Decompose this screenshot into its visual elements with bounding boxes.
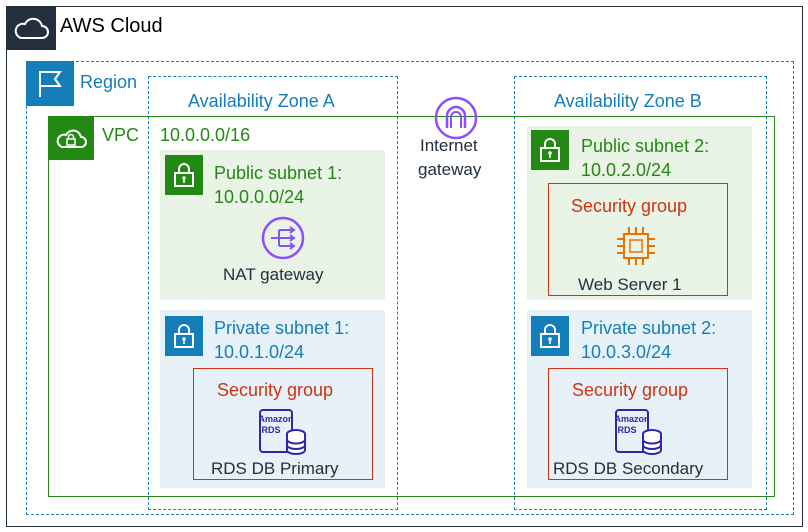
aws-cloud-boundary xyxy=(6,6,803,527)
vpc-cloud-lock-icon xyxy=(56,129,87,148)
internet-gateway-label-line1: Internet xyxy=(420,136,478,155)
amazon-rds-icon: Amazon RDS xyxy=(614,409,662,455)
public-subnet-2-name: Public subnet 2: xyxy=(581,136,710,156)
vpc-tab xyxy=(48,116,94,160)
private-subnet-1-name: Private subnet 1: xyxy=(214,318,350,338)
rds-icon-text-line2: RDS xyxy=(261,425,280,435)
private-subnet-2-name: Private subnet 2: xyxy=(581,318,717,338)
public-subnet-1-cidr: 10.0.0.0/24 xyxy=(214,187,305,207)
vpc-boundary xyxy=(48,116,775,497)
security-group-2-label: Security group xyxy=(571,196,688,216)
region-tab xyxy=(26,61,74,106)
lock-icon xyxy=(174,163,194,187)
vpc-cidr: 10.0.0.0/16 xyxy=(160,125,251,145)
public-subnet-1-name: Public subnet 1: xyxy=(214,163,343,183)
aws-cloud-label: AWS Cloud xyxy=(60,15,163,37)
availability-zone-b xyxy=(514,76,767,510)
region-boundary xyxy=(26,61,794,515)
rds-icon-text-line1: Amazon xyxy=(258,414,293,424)
private-subnet-2-cidr: 10.0.3.0/24 xyxy=(581,342,672,362)
private-subnet-2-tab xyxy=(531,316,569,356)
security-group-1-label: Security group xyxy=(217,380,334,400)
amazon-rds-icon: Amazon RDS xyxy=(258,409,306,455)
internet-gateway-label-line2: gateway xyxy=(418,160,482,179)
security-group-3 xyxy=(548,368,728,480)
aws-cloud-tab xyxy=(6,6,56,50)
private-subnet-1-tab xyxy=(165,316,203,356)
lock-icon xyxy=(540,138,560,162)
lock-icon xyxy=(174,324,194,348)
private-subnet-1-cidr: 10.0.1.0/24 xyxy=(214,342,305,362)
availability-zone-b-label: Availability Zone B xyxy=(554,91,702,111)
nat-gateway-label: NAT gateway xyxy=(223,265,324,284)
availability-zone-a-label: Availability Zone A xyxy=(188,91,335,111)
rds-db-secondary-label: RDS DB Secondary xyxy=(553,459,704,478)
security-group-3-label: Security group xyxy=(572,380,689,400)
nat-gateway-icon xyxy=(261,216,305,260)
rds-icon-text-line1: Amazon xyxy=(614,414,649,424)
ec2-instance-icon xyxy=(617,227,655,265)
vpc-label: VPC xyxy=(102,125,140,145)
public-subnet-2-tab xyxy=(531,130,569,170)
availability-zone-a xyxy=(148,76,398,510)
region-label: Region xyxy=(80,72,138,92)
rds-db-primary-label: RDS DB Primary xyxy=(211,459,339,478)
web-server-1-label: Web Server 1 xyxy=(578,275,682,294)
public-subnet-2-cidr: 10.0.2.0/24 xyxy=(581,160,672,180)
rds-icon-text-line2: RDS xyxy=(617,425,636,435)
security-group-2 xyxy=(548,183,728,296)
public-subnet-1-tab xyxy=(165,155,203,195)
internet-gateway-icon xyxy=(434,96,478,140)
security-group-1 xyxy=(193,368,373,480)
flag-icon xyxy=(39,71,62,97)
cloud-icon xyxy=(14,17,49,39)
lock-icon xyxy=(540,324,560,348)
